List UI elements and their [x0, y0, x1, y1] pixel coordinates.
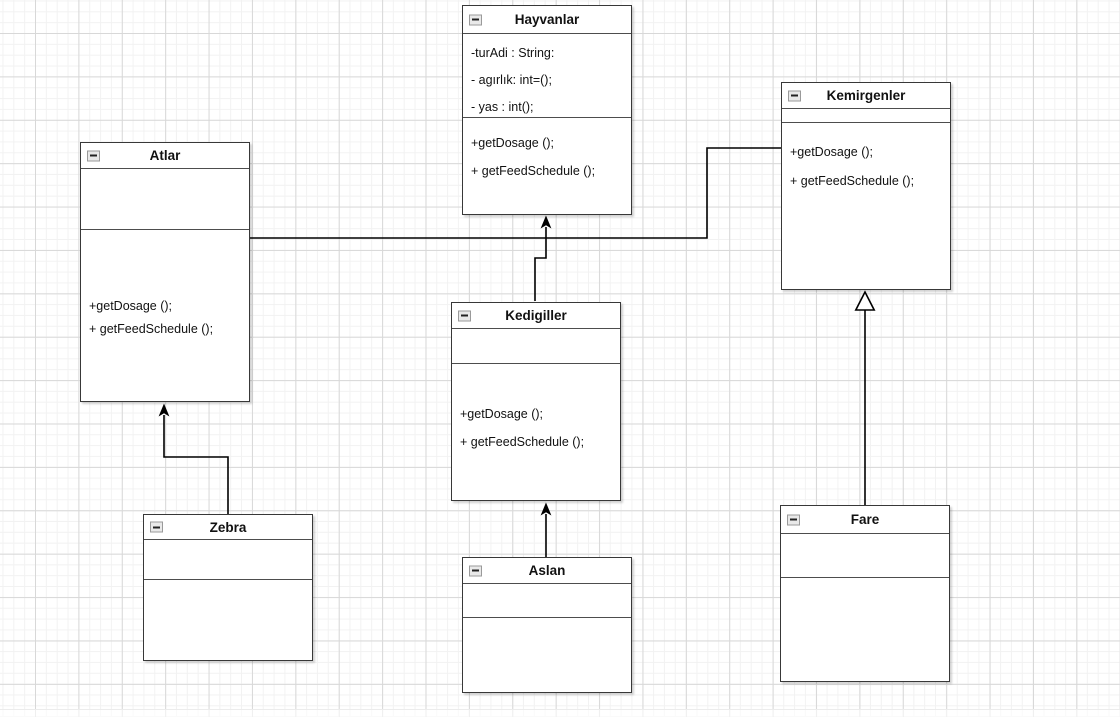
class-box-atlar[interactable]: Atlar +getDosage (); + getFeedSchedule (… [80, 142, 250, 402]
method-line: + getFeedSchedule (); [460, 435, 585, 449]
class-name: Hayvanlar [514, 12, 580, 27]
class-title-bar: Zebra [144, 515, 312, 540]
method-line: + getFeedSchedule (); [790, 173, 915, 188]
class-name: Zebra [209, 519, 247, 535]
collapse-icon[interactable] [150, 521, 163, 533]
class-box-kedigiller[interactable]: Kedigiller +getDosage (); + getFeedSched… [451, 302, 621, 501]
methods-section: +getDosage (); + getFeedSchedule (); [463, 118, 631, 185]
class-name: Kemirgenler [826, 88, 906, 103]
class-title-bar: Kedigiller [452, 303, 620, 329]
class-name: Kedigiller [505, 308, 567, 323]
attributes-section [463, 584, 631, 618]
generalization-arrowhead-into-kemirgenler [854, 290, 876, 311]
class-title-bar: Hayvanlar [463, 6, 631, 34]
class-name: Aslan [528, 563, 566, 578]
class-title-bar: Fare [781, 506, 949, 534]
attributes-section: -turAdi : String: - agırlık: int=(); - y… [463, 34, 631, 118]
methods-section: +getDosage (); + getFeedSchedule (); [452, 364, 620, 456]
attribute-line: - yas : int(); [471, 99, 534, 114]
class-name: Fare [850, 512, 880, 527]
collapse-icon[interactable] [788, 90, 801, 101]
collapse-icon[interactable] [87, 150, 100, 161]
class-title-bar: Kemirgenler [782, 83, 950, 109]
canvas-bottom-edge [0, 709, 1120, 717]
collapse-icon[interactable] [787, 514, 800, 525]
method-line: +getDosage (); [471, 136, 555, 150]
attribute-line: -turAdi : String: [471, 45, 555, 60]
class-title-bar: Atlar [81, 143, 249, 169]
edge-atlar-kemirgenler-to-hayvanlar[interactable] [250, 147, 781, 239]
class-box-fare[interactable]: Fare [780, 505, 950, 682]
attributes-section [81, 169, 249, 230]
class-title-bar: Aslan [463, 558, 631, 584]
method-line: + getFeedSchedule (); [471, 164, 596, 178]
attributes-section [452, 329, 620, 364]
attributes-section [144, 540, 312, 580]
arrowhead-into-kedigiller [540, 502, 552, 516]
method-line: + getFeedSchedule (); [89, 321, 214, 336]
method-line: +getDosage (); [460, 407, 544, 421]
class-box-hayvanlar[interactable]: Hayvanlar -turAdi : String: - agırlık: i… [462, 5, 632, 215]
class-box-zebra[interactable]: Zebra [143, 514, 313, 661]
methods-section: +getDosage (); + getFeedSchedule (); [81, 230, 249, 340]
methods-section: +getDosage (); + getFeedSchedule (); [782, 123, 950, 195]
class-box-kemirgenler[interactable]: Kemirgenler +getDosage (); + getFeedSche… [781, 82, 951, 290]
attributes-section [781, 534, 949, 578]
collapse-icon[interactable] [469, 565, 482, 576]
edge-kedigiller-to-hayvanlar[interactable] [534, 227, 547, 301]
arrowhead-into-hayvanlar [540, 215, 552, 229]
method-line: +getDosage (); [89, 298, 173, 313]
attribute-line: - agırlık: int=(); [471, 72, 552, 87]
class-box-aslan[interactable]: Aslan [462, 557, 632, 693]
attributes-section [782, 109, 950, 123]
collapse-icon[interactable] [458, 310, 471, 321]
collapse-icon[interactable] [469, 14, 482, 25]
method-line: +getDosage (); [790, 144, 874, 159]
arrowhead-into-atlar [158, 403, 170, 417]
edge-zebra-to-atlar[interactable] [163, 415, 229, 514]
class-name: Atlar [149, 148, 181, 163]
